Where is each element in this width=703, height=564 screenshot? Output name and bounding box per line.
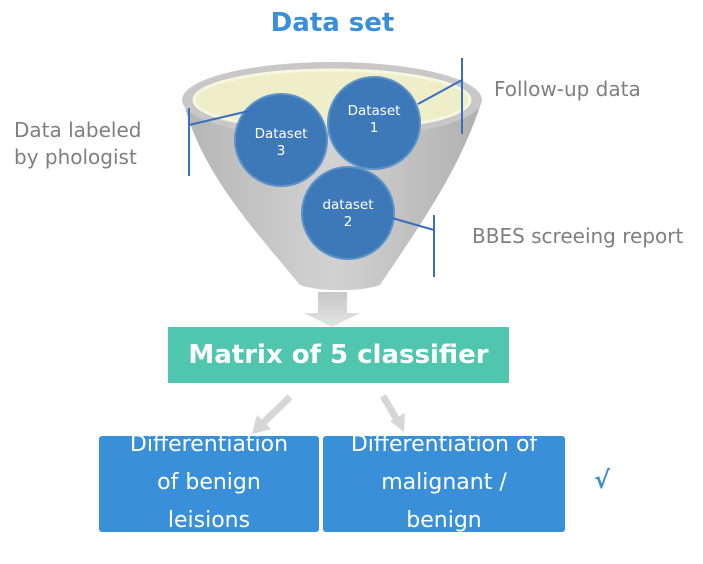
label-follow-up: Follow-up data — [494, 77, 641, 101]
label-bbes: BBES screeing report — [472, 224, 684, 248]
classifier-box: Matrix of 5 classifier — [168, 327, 509, 383]
page-title: Data set — [270, 8, 395, 38]
dataset-3-label: Dataset 3 — [254, 126, 308, 159]
dataset-1-label: Dataset 1 — [347, 103, 401, 136]
dataset-2-circle — [301, 166, 395, 260]
label-data-labeled: Data labeled by phologist — [14, 118, 142, 169]
result-benign-leisions-label: Differentiation of benign leisions — [129, 436, 289, 532]
leader-follow-up — [417, 79, 463, 105]
result-benign-leisions: Differentiation of benign leisions — [99, 436, 319, 532]
down-arrow-icon — [304, 292, 360, 327]
leader-left — [188, 109, 254, 126]
dataset-1-circle — [327, 76, 421, 170]
check-mark-icon: √ — [594, 466, 611, 494]
branch-arrow-right-icon — [379, 394, 405, 432]
leader-bbes — [391, 217, 435, 231]
dataset-2-label: dataset 2 — [322, 197, 374, 230]
result-malignant-benign-label: Differentiation of malignant / benign — [350, 436, 538, 532]
branch-arrow-left-icon — [252, 394, 293, 434]
result-malignant-benign: Differentiation of malignant / benign — [323, 436, 565, 532]
dataset-3-circle — [234, 93, 328, 187]
